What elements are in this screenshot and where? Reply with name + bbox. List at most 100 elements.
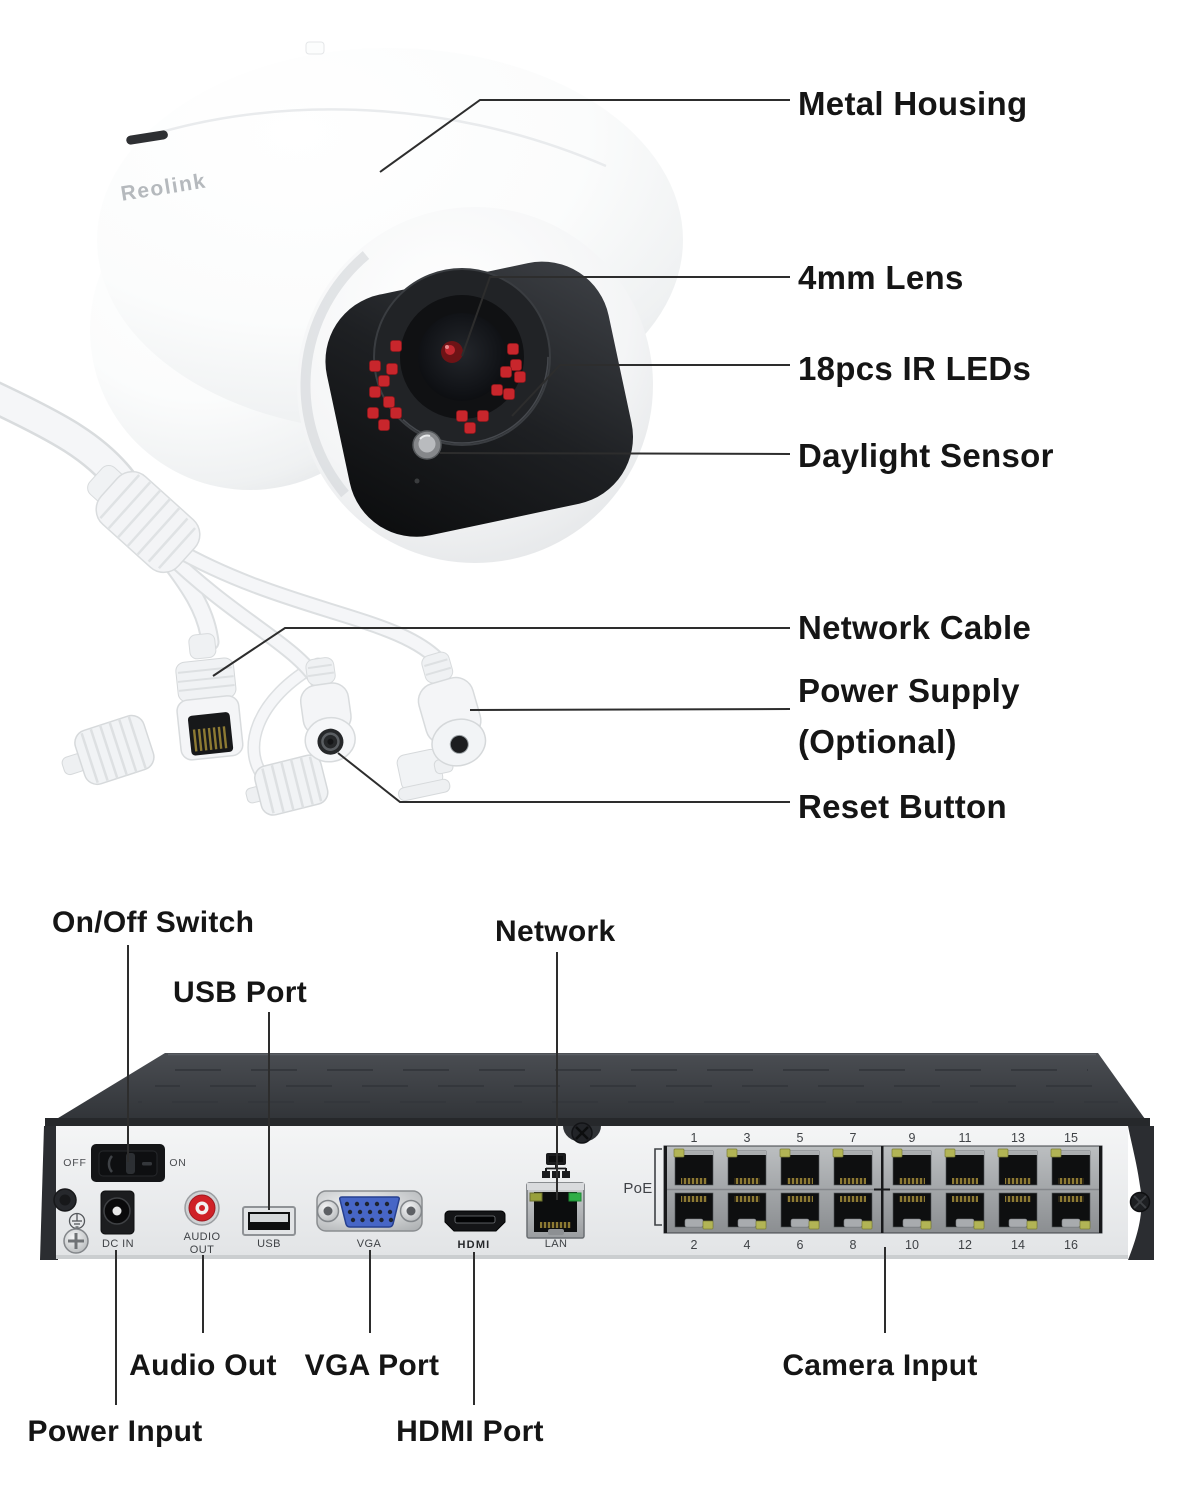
power-switch [91, 1144, 165, 1182]
poe-port-number: 9 [909, 1131, 916, 1145]
ir-led-icon [369, 386, 381, 398]
metal-housing-line [379, 99, 790, 173]
housing-seam-slot [126, 130, 168, 145]
ir-led-icon [367, 407, 379, 419]
ir-leds-line [511, 364, 790, 417]
lens-label: 4mm Lens [798, 259, 964, 296]
poe-led-icon [1079, 1220, 1091, 1230]
ir-led-icon [378, 419, 390, 431]
ir-led-icon [491, 384, 503, 396]
network-cable-line [212, 627, 790, 677]
poe-port-number: 15 [1064, 1131, 1078, 1145]
hdmi-port-label-big: HDMI Port [396, 1415, 544, 1448]
ir-led-icon [514, 371, 526, 383]
poe-led-icon [944, 1148, 956, 1158]
poe-port-number: 11 [959, 1131, 972, 1145]
poe-led-icon [673, 1148, 685, 1158]
usb-port-label-big: USB Port [173, 976, 308, 1009]
power-supply-line2: (Optional) [798, 723, 957, 760]
poe-led-icon [726, 1148, 738, 1158]
reset-cap-icon [245, 754, 329, 816]
vga-port-label-big: VGA Port [304, 1349, 440, 1382]
poe-led-icon [973, 1220, 985, 1230]
poe-port-number: 13 [1011, 1131, 1025, 1145]
daylight-sensor-line [439, 452, 791, 455]
poe-port-number: 4 [744, 1238, 751, 1252]
usb-port-label: USB [257, 1238, 281, 1250]
ir-led-icon [503, 388, 515, 400]
poe-led-icon [920, 1220, 932, 1230]
ir-led-icon [510, 359, 522, 371]
ir-led-icon [477, 410, 489, 422]
reset-button-connector [299, 657, 356, 763]
power-supply-label: Power Supply (Optional) [798, 665, 1020, 767]
power-input-label: Power Input [27, 1415, 203, 1448]
poe-port-number: 7 [850, 1131, 857, 1145]
ir-leds-label: 18pcs IR LEDs [798, 350, 1032, 387]
switch-on-label: ON [169, 1157, 186, 1169]
camera-lens-module [297, 207, 653, 563]
screw-icon [1129, 1191, 1151, 1213]
poe-port-number: 8 [850, 1238, 857, 1252]
ir-led-icon [390, 407, 402, 419]
daylight-sensor-icon [412, 430, 442, 484]
usb-port [242, 1206, 296, 1236]
poe-label: PoE [623, 1180, 652, 1197]
audio-out-port [184, 1190, 220, 1226]
poe-led-icon [861, 1220, 873, 1230]
poe-led-icon [702, 1220, 714, 1230]
ir-led-icon [386, 363, 398, 375]
poe-port-number: 6 [797, 1238, 804, 1252]
reset-button-line [337, 752, 790, 803]
camera-input-label: Camera Input [782, 1349, 978, 1382]
ir-led-icon [369, 360, 381, 372]
vent-slots [138, 1069, 1118, 1103]
ir-led-icon [456, 410, 468, 422]
poe-port-number: 12 [958, 1238, 972, 1252]
poe-led-icon [832, 1148, 844, 1158]
ir-led-icon [500, 366, 512, 378]
switch-off-label: OFF [63, 1157, 86, 1169]
dc-power-jack [417, 651, 487, 767]
poe-port-number: 2 [691, 1238, 698, 1252]
ir-led-icon [383, 396, 395, 408]
ir-led-icon [378, 375, 390, 387]
lan-port-label: LAN [545, 1238, 568, 1250]
poe-led-icon [779, 1148, 791, 1158]
vga-port-label: VGA [357, 1238, 382, 1250]
poe-led-icon [1026, 1220, 1038, 1230]
rj45-connector [175, 633, 244, 761]
nvr-illustration: OFF ON DC IN [40, 1053, 1154, 1260]
poe-led-icon [755, 1220, 767, 1230]
poe-port-number: 14 [1011, 1238, 1025, 1252]
daylight-sensor-label: Daylight Sensor [798, 437, 1054, 474]
screw-icon [53, 1188, 77, 1212]
screw-icon [63, 1228, 89, 1254]
ir-led-array [367, 340, 526, 434]
waterproof-cap-icon [61, 714, 155, 786]
poe-bracket [654, 1148, 662, 1226]
hdmi-port-label: HDMI [458, 1239, 491, 1251]
power-supply-line1: Power Supply [798, 672, 1020, 709]
hdmi-port [444, 1210, 506, 1232]
poe-port-number: 1 [691, 1131, 698, 1145]
ir-led-icon [507, 343, 519, 355]
camera-cables [0, 381, 450, 789]
nvr-top-surface [45, 1053, 1150, 1126]
audio-out-label: Audio Out [129, 1349, 277, 1382]
poe-led-icon [891, 1148, 903, 1158]
ir-led-icon [390, 340, 402, 352]
metal-housing-label: Metal Housing [798, 85, 1028, 122]
reset-button-label: Reset Button [798, 788, 1007, 825]
onoff-switch-label: On/Off Switch [52, 906, 255, 939]
callout-lines [115, 99, 886, 1405]
network-label: Network [495, 915, 616, 948]
poe-port-number: 10 [905, 1238, 919, 1252]
lens-line [461, 276, 790, 357]
camera-illustration: Reolink [0, 41, 683, 816]
cable-junction [87, 464, 201, 574]
power-supply-line [469, 708, 791, 711]
poe-led-icon [808, 1220, 820, 1230]
poe-led-icon [997, 1148, 1009, 1158]
